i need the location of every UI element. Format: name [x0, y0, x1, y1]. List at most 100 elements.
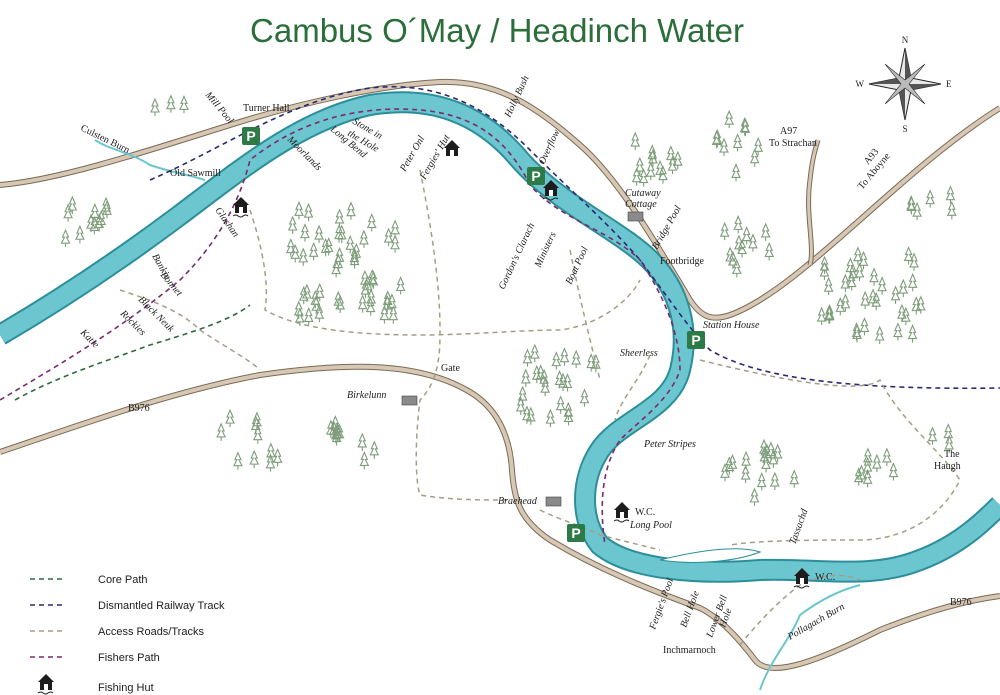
fishing-huts	[232, 140, 810, 589]
tree-icon	[579, 388, 590, 407]
label-birkelunn: Birkelunn	[347, 390, 386, 401]
access-tracks	[119, 169, 961, 646]
svg-text:P: P	[246, 128, 255, 144]
tree-icon	[719, 221, 730, 241]
tree-icon	[554, 370, 565, 389]
tree-icon	[310, 289, 321, 309]
tree-icon	[853, 246, 863, 265]
tree-icon	[856, 464, 867, 483]
tree-icon	[300, 223, 310, 242]
label-the-haugh-1: The	[944, 449, 960, 460]
tree-icon	[336, 224, 347, 243]
tree-icon	[266, 442, 276, 461]
tree-icon	[563, 401, 574, 421]
tree-icon	[522, 348, 533, 367]
legend-item: Access Roads/Tracks	[30, 626, 204, 638]
tree-icon	[369, 440, 380, 459]
tree-icon	[346, 201, 356, 220]
culsten-burn-stream	[94, 139, 206, 181]
tree-icon	[737, 239, 748, 258]
tree-icon	[362, 275, 373, 294]
tree-icon	[367, 269, 378, 288]
compass-rose: N E S W	[856, 35, 953, 134]
tree-icon	[94, 213, 105, 232]
tree-icon	[631, 167, 642, 186]
tree-icon	[859, 317, 870, 336]
tree-icon	[382, 290, 393, 309]
tree-icon	[571, 349, 582, 369]
tree-icon	[897, 303, 907, 323]
tree-icon	[298, 247, 309, 266]
tree-icon	[724, 456, 735, 475]
label-pollagach-burn: Pollagach Burn	[785, 601, 846, 643]
access-track-4	[614, 354, 651, 421]
label-gordons-clarach: Gordon's Clarach	[497, 221, 537, 291]
tree-icon	[545, 408, 556, 428]
tree-icon	[102, 199, 112, 219]
road-b976-fill	[0, 364, 1000, 670]
parking-sign: P	[527, 167, 545, 185]
tree-icon	[555, 395, 566, 414]
tree-icon	[862, 468, 873, 488]
tree-icon	[749, 487, 760, 506]
tree-icon	[912, 201, 922, 221]
tree-icon	[925, 189, 936, 208]
tree-icon	[383, 227, 394, 247]
tree-icon	[732, 133, 743, 152]
legend-label: Core Path	[98, 574, 148, 586]
tree-icon	[888, 462, 899, 481]
legend-label: Access Roads/Tracks	[98, 626, 204, 638]
tree-icon	[634, 156, 645, 176]
tree-icon	[225, 408, 235, 428]
legend-item: Fishing Hut	[37, 674, 154, 695]
parking-sign: P	[567, 524, 585, 542]
access-track-1	[249, 209, 641, 336]
tree-icon	[551, 351, 562, 370]
tree-icon	[853, 467, 864, 486]
tree-icon	[823, 276, 834, 296]
fishing-hut-icon	[37, 674, 54, 695]
tree-icon	[907, 272, 918, 292]
tree-icon	[858, 250, 869, 270]
fishing-hut-icon	[232, 197, 249, 218]
tree-icon	[365, 297, 376, 316]
tree-icon	[944, 434, 955, 453]
tree-icon	[840, 293, 851, 312]
tree-icon	[216, 422, 227, 441]
label-braehead: Braehead	[498, 496, 538, 507]
legend-label: Fishing Hut	[98, 682, 154, 694]
tree-icon	[179, 95, 189, 114]
tree-icon	[303, 307, 314, 326]
tree-icon	[893, 322, 903, 341]
access-track-6	[539, 509, 661, 551]
parking-sign: P	[687, 331, 705, 349]
tree-icon	[357, 432, 368, 451]
birkelunn-building	[401, 395, 418, 406]
tree-icon	[869, 267, 879, 286]
label-katie: Katie	[77, 327, 101, 351]
label-inchmarnoch: Inchmarnoch	[663, 645, 716, 656]
tree-icon	[529, 343, 540, 363]
tree-icon	[720, 462, 730, 482]
parking-sign: P	[242, 127, 260, 145]
tree-icon	[846, 272, 857, 291]
map-title: Cambus O´May / Headinch Water	[250, 12, 744, 49]
tree-icon	[719, 137, 729, 157]
tree-icon	[898, 278, 909, 298]
label-wc-1: W.C.	[635, 507, 655, 518]
tree-icon	[724, 109, 735, 129]
tree-icon	[741, 226, 752, 245]
tree-icon	[166, 94, 176, 113]
legend-item: Fishers Path	[30, 652, 160, 664]
compass-e: E	[946, 79, 952, 89]
tree-icon	[314, 303, 325, 323]
access-track-2	[415, 169, 511, 501]
compass-w: W	[856, 79, 865, 89]
tree-icon	[314, 224, 324, 244]
tree-icon	[672, 150, 683, 170]
label-ministers: Ministers	[532, 230, 558, 270]
tree-icon	[563, 407, 574, 426]
tree-icon	[727, 453, 738, 473]
tree-icon	[382, 294, 393, 314]
tree-icon	[734, 234, 744, 253]
